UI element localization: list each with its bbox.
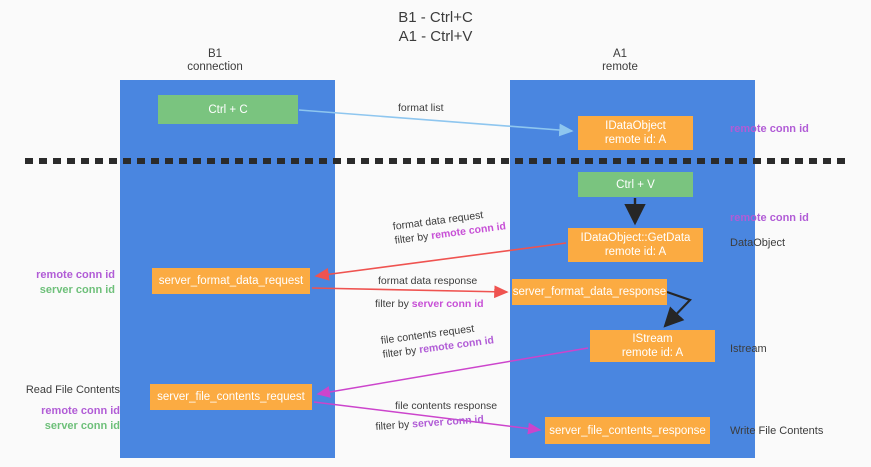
edge-label-file-contents-response-filter: filter by server conn id <box>375 412 484 434</box>
edge-label-file-contents-request: file contents request filter by remote c… <box>380 319 495 361</box>
annotation-remote-conn-id-top: remote conn id <box>730 122 809 137</box>
column-header-b1-role: connection <box>187 61 243 73</box>
edge-label-format-list-text: format list <box>398 102 444 114</box>
node-server-file-contents-request[interactable]: server_file_contents_request <box>150 384 312 410</box>
annotation-dataobject-text: DataObject <box>730 237 786 249</box>
node-server-file-contents-response[interactable]: server_file_contents_response <box>545 417 710 444</box>
edge-label-format-data-request: format data request filter by remote con… <box>392 205 507 247</box>
annotation-left-middle: remote conn id server conn id <box>20 268 115 298</box>
node-idataobject-getdata-sub: remote id: A <box>604 246 667 258</box>
node-server-format-data-request[interactable]: server_format_data_request <box>152 268 310 294</box>
node-ctrl-c[interactable]: Ctrl + C <box>158 95 298 124</box>
column-header-a1-name: A1 <box>612 48 628 60</box>
node-server-format-data-response-label: server_format_data_response <box>512 286 667 298</box>
node-ctrl-v[interactable]: Ctrl + V <box>578 172 693 197</box>
column-header-a1: A1 remote <box>560 48 680 74</box>
annotation-left-mid-remote: remote conn id <box>36 269 115 281</box>
annotation-left-bot-server: server conn id <box>44 420 120 432</box>
title-line-1: B1 - Ctrl+C <box>398 9 473 26</box>
filter-key: server conn id <box>411 298 484 310</box>
edge-format-data-response <box>311 285 509 299</box>
node-istream-label: IStream <box>632 333 673 345</box>
node-idataobject-sub: remote id: A <box>604 134 667 146</box>
annotation-istream: Istream <box>730 342 767 357</box>
phase-divider <box>25 158 845 164</box>
annotation-remote-conn-id-top-text: remote conn id <box>730 123 809 135</box>
page-title: B1 - Ctrl+C A1 - Ctrl+V <box>0 8 871 46</box>
annotation-read-file-contents: Read File Contents <box>25 384 120 396</box>
edge-label-format-data-response-filter: filter by server conn id <box>375 297 484 311</box>
column-header-b1-name: B1 <box>207 48 223 60</box>
filter-prefix: filter by <box>375 298 412 310</box>
edge-label-file-contents-response: file contents response <box>395 399 497 413</box>
edge-label-format-list: format list <box>398 101 444 115</box>
node-ctrl-v-label: Ctrl + V <box>616 178 655 191</box>
filter-prefix: filter by <box>393 230 432 247</box>
edge-label-file-contents-response-text: file contents response <box>395 400 498 412</box>
annotation-write-file-contents-text: Write File Contents <box>730 425 824 437</box>
node-idataobject[interactable]: IDataObject remote id: A <box>578 116 693 150</box>
filter-key: server conn id <box>411 413 485 431</box>
column-header-b1: B1 connection <box>155 48 275 74</box>
annotation-left-bottom: Read File Contents remote conn id server… <box>20 383 120 434</box>
node-istream[interactable]: IStream remote id: A <box>590 330 715 362</box>
annotation-write-file-contents: Write File Contents <box>730 424 823 439</box>
node-istream-sub: remote id: A <box>621 347 684 359</box>
annotation-left-mid-server: server conn id <box>39 284 115 296</box>
column-header-a1-role: remote <box>602 61 638 73</box>
node-server-file-contents-request-label: server_file_contents_request <box>157 391 305 403</box>
node-idataobject-getdata[interactable]: IDataObject::GetData remote id: A <box>568 228 703 262</box>
node-idataobject-label: IDataObject <box>605 120 666 132</box>
annotation-istream-text: Istream <box>730 343 767 355</box>
edge-label-format-data-response: format data response <box>378 274 477 288</box>
node-server-format-data-request-label: server_format_data_request <box>158 275 304 287</box>
annotation-remote-conn-id-mid-text: remote conn id <box>730 212 809 224</box>
annotation-dataobject: DataObject <box>730 236 785 251</box>
node-server-file-contents-response-label: server_file_contents_response <box>549 424 706 437</box>
annotation-remote-conn-id-mid: remote conn id <box>730 211 809 226</box>
node-ctrl-c-label: Ctrl + C <box>208 103 248 116</box>
node-server-format-data-response[interactable]: server_format_data_response <box>512 279 667 305</box>
title-line-2: A1 - Ctrl+V <box>398 28 473 45</box>
filter-prefix: filter by <box>381 344 420 361</box>
annotation-left-bot-remote: remote conn id <box>41 405 120 417</box>
filter-prefix: filter by <box>375 418 413 433</box>
node-idataobject-getdata-label: IDataObject::GetData <box>580 232 691 244</box>
edge-label-format-data-response-text: format data response <box>378 275 478 287</box>
